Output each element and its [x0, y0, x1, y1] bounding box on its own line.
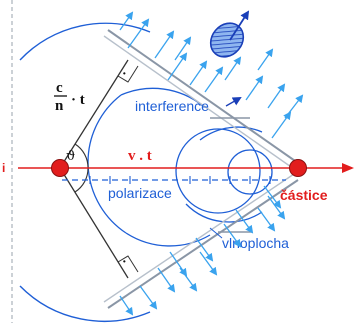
wavefront-lines: [103, 29, 299, 309]
speed-ratio-numerator: c: [56, 80, 63, 96]
wave-circle-large: [19, 22, 151, 322]
right-angle-dot-top: ·: [122, 67, 127, 82]
right-angle-dot-bottom: ·: [122, 255, 127, 270]
wavefront-pointer: [209, 227, 223, 239]
polarization-label: polarizace: [108, 185, 172, 201]
cone-radius-lines: [59, 59, 129, 279]
photon-icon: [209, 10, 250, 58]
right-angle-markers: [117, 65, 139, 273]
speed-ratio-denominator: n: [55, 98, 64, 114]
emission-point: [51, 159, 69, 177]
radiation-arrows-lower: [119, 185, 286, 316]
speed-ratio-time: · t: [71, 92, 85, 108]
particle-label: částice: [280, 187, 328, 203]
particle-path-label: v . t: [128, 148, 152, 164]
interference-pointer: [225, 97, 242, 107]
radiation-arrows-upper: [119, 11, 304, 139]
theta-label: ϑ: [66, 149, 75, 164]
wavefront-label: vlnoplocha: [222, 235, 289, 251]
interference-label: interference: [135, 98, 209, 114]
polarization-marks: [89, 176, 271, 184]
left-edge-mark: i: [2, 161, 5, 175]
particle-point: [289, 159, 307, 177]
